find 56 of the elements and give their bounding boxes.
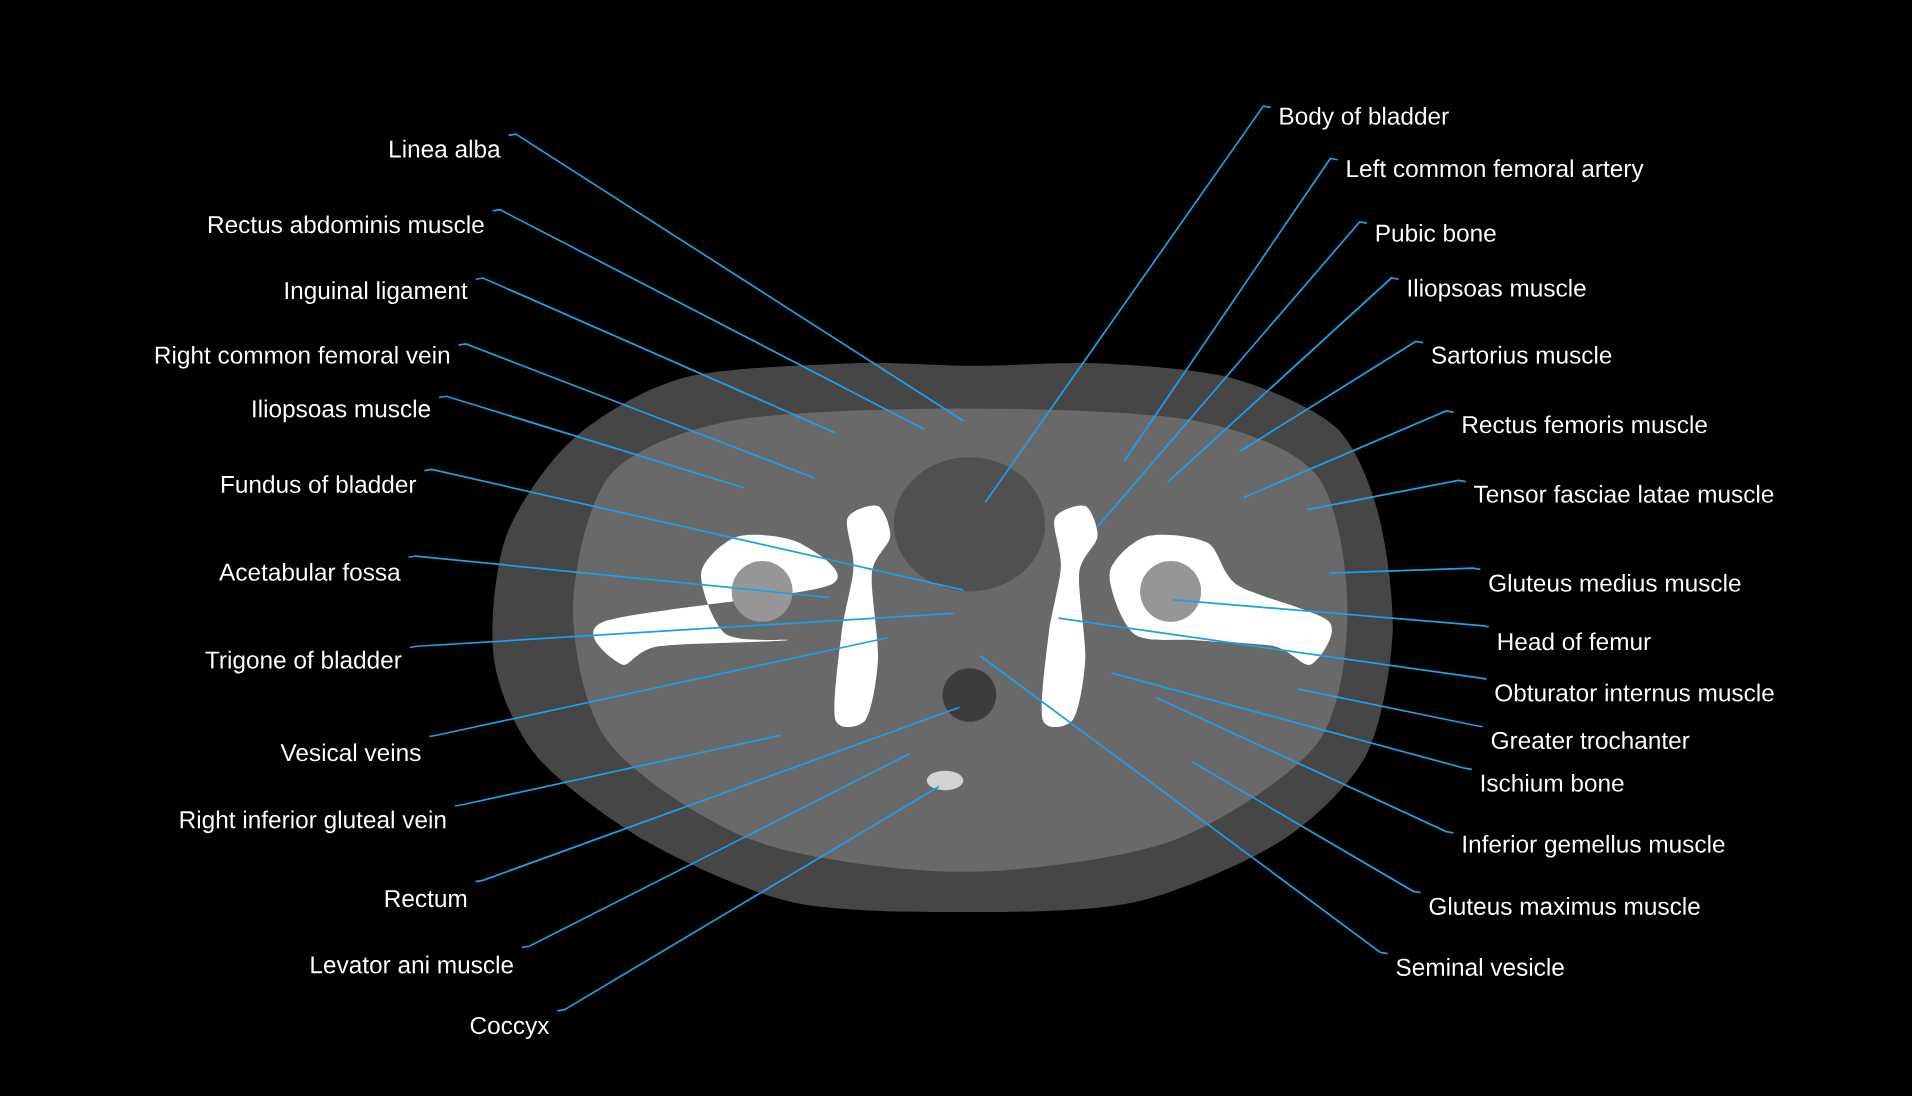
- leader-line: [1191, 761, 1422, 894]
- label: Inguinal ligament: [285, 281, 468, 304]
- leader-line: [1123, 157, 1339, 462]
- label: Levator ani muscle: [311, 955, 513, 974]
- leader-line: [1242, 409, 1455, 499]
- leader-line: [1057, 617, 1488, 680]
- leader-line: [1111, 672, 1473, 771]
- label: Gluteus maximus muscle: [1429, 896, 1700, 915]
- label: Ischium bone: [1481, 773, 1624, 792]
- leader-line: [507, 133, 965, 422]
- leader-line: [474, 706, 961, 883]
- label: Right inferior gluteal vein: [180, 810, 446, 834]
- label: Linea alba: [390, 139, 501, 158]
- label: Seminal vesicle: [1396, 957, 1564, 976]
- label: Acetabular fossa: [219, 562, 401, 581]
- leader-line: [1239, 340, 1424, 452]
- leader-line: [454, 734, 782, 807]
- leader-line: [1306, 479, 1467, 511]
- leader-line: [428, 636, 889, 738]
- leader-line: [407, 555, 831, 599]
- label: Fundus of bladder: [221, 475, 417, 493]
- leader-line: [1155, 696, 1455, 834]
- leader-line: [521, 752, 911, 949]
- label: Tensor fasciae latae muscle: [1474, 484, 1774, 503]
- leader-line: [556, 785, 940, 1012]
- leader-line: [457, 342, 816, 479]
- label: Sartorius muscle: [1431, 345, 1612, 364]
- label: Rectus femoris muscle: [1463, 415, 1707, 434]
- label: Rectum: [385, 890, 467, 908]
- leader-line: [979, 655, 1389, 955]
- leader-line: [1328, 567, 1482, 574]
- label: Iliopsoas muscle: [1408, 278, 1586, 302]
- label: Right common femoral vein: [155, 345, 450, 369]
- label: Rectus abdominis muscle: [208, 215, 484, 234]
- label: Vesical veins: [280, 743, 421, 762]
- leader-line: [423, 468, 965, 591]
- leader-line: [474, 277, 837, 434]
- label: Coccyx: [470, 1016, 550, 1039]
- leader-line: [984, 105, 1272, 504]
- label: Iliopsoas muscle: [253, 399, 431, 423]
- label: Head of femur: [1498, 632, 1651, 651]
- leader-line: [491, 208, 926, 430]
- label: Trigone of bladder: [205, 650, 402, 674]
- leader-line: [1167, 277, 1400, 483]
- leader-line: [1296, 687, 1484, 728]
- leader-line: [1172, 598, 1490, 628]
- label: Pubic bone: [1376, 223, 1496, 242]
- leader-line: [1096, 220, 1368, 528]
- label: Inferior gemellus muscle: [1463, 834, 1725, 858]
- leader-line: [408, 612, 955, 649]
- label: Obturator internus muscle: [1495, 683, 1774, 702]
- leader-line: [438, 395, 745, 489]
- label: Gluteus medius muscle: [1489, 573, 1741, 592]
- label: Greater trochanter: [1491, 731, 1690, 749]
- label: Body of bladder: [1280, 106, 1449, 130]
- label: Left common femoral artery: [1347, 159, 1644, 182]
